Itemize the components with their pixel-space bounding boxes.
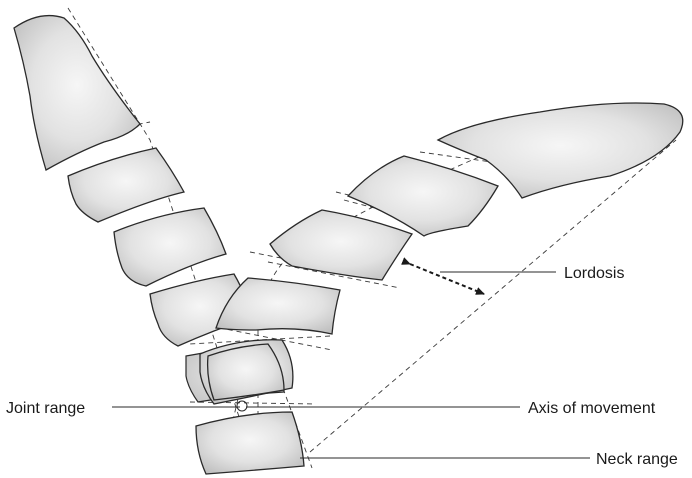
vertebra-right-2 xyxy=(270,210,412,280)
vertebra-left-5 xyxy=(196,412,304,474)
vertebra-left-2 xyxy=(114,208,226,286)
label-axis-of-movement: Axis of movement xyxy=(528,400,656,417)
lordosis-arrow xyxy=(410,264,484,294)
label-lordosis: Lordosis xyxy=(564,265,624,282)
label-joint-range: Joint range xyxy=(6,400,85,417)
label-neck-range: Neck range xyxy=(596,451,678,468)
vertebra-left-1 xyxy=(68,148,184,222)
joint-line-5 xyxy=(190,402,316,404)
axis-of-movement-point xyxy=(237,401,247,411)
vertebra-right-4 xyxy=(208,344,284,400)
